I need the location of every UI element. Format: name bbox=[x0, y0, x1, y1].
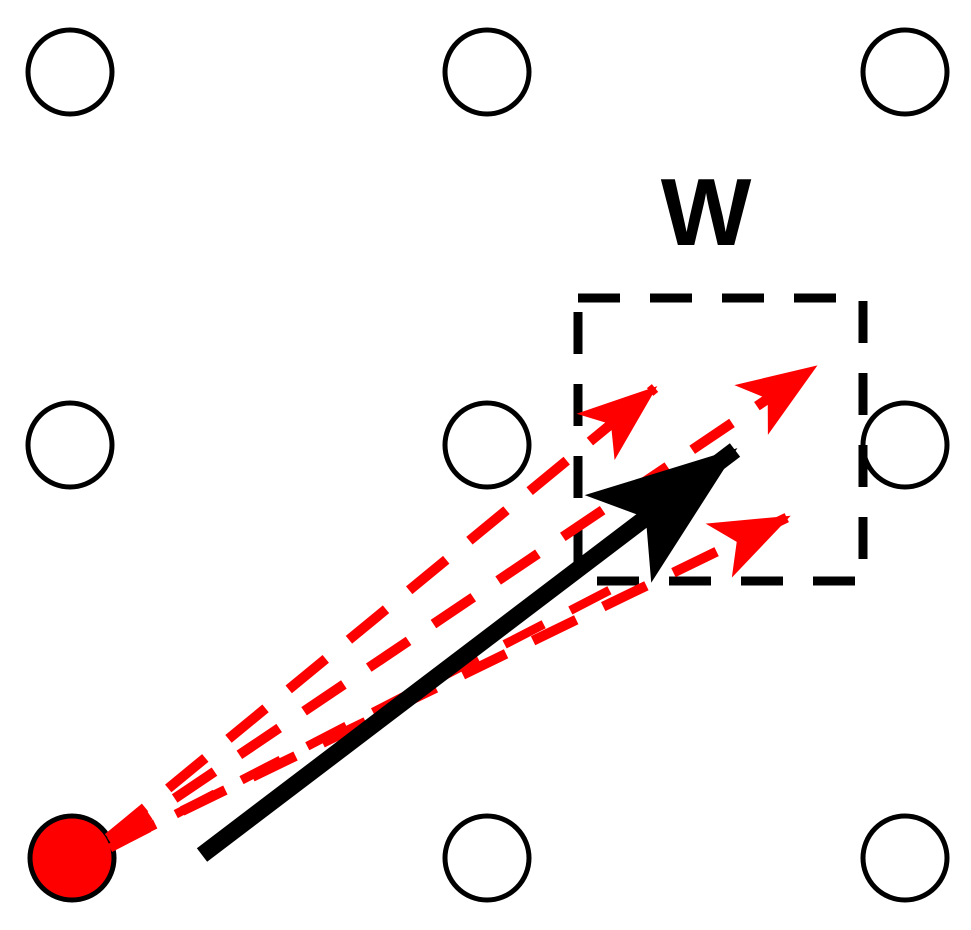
grid-node bbox=[442, 27, 532, 117]
grid-node bbox=[442, 813, 532, 903]
window-label: W bbox=[661, 159, 752, 266]
main-arrow bbox=[196, 443, 741, 862]
grid-node bbox=[860, 400, 950, 490]
grid-node bbox=[25, 27, 115, 117]
grid-node bbox=[442, 400, 532, 490]
source-node bbox=[27, 813, 117, 903]
grid-nodes bbox=[25, 27, 950, 903]
sample-arrow bbox=[107, 586, 613, 852]
sample-arrow bbox=[104, 384, 659, 842]
grid-node bbox=[860, 813, 950, 903]
sample-arrow bbox=[107, 362, 818, 847]
grid-node bbox=[25, 400, 115, 490]
grid-node bbox=[860, 27, 950, 117]
